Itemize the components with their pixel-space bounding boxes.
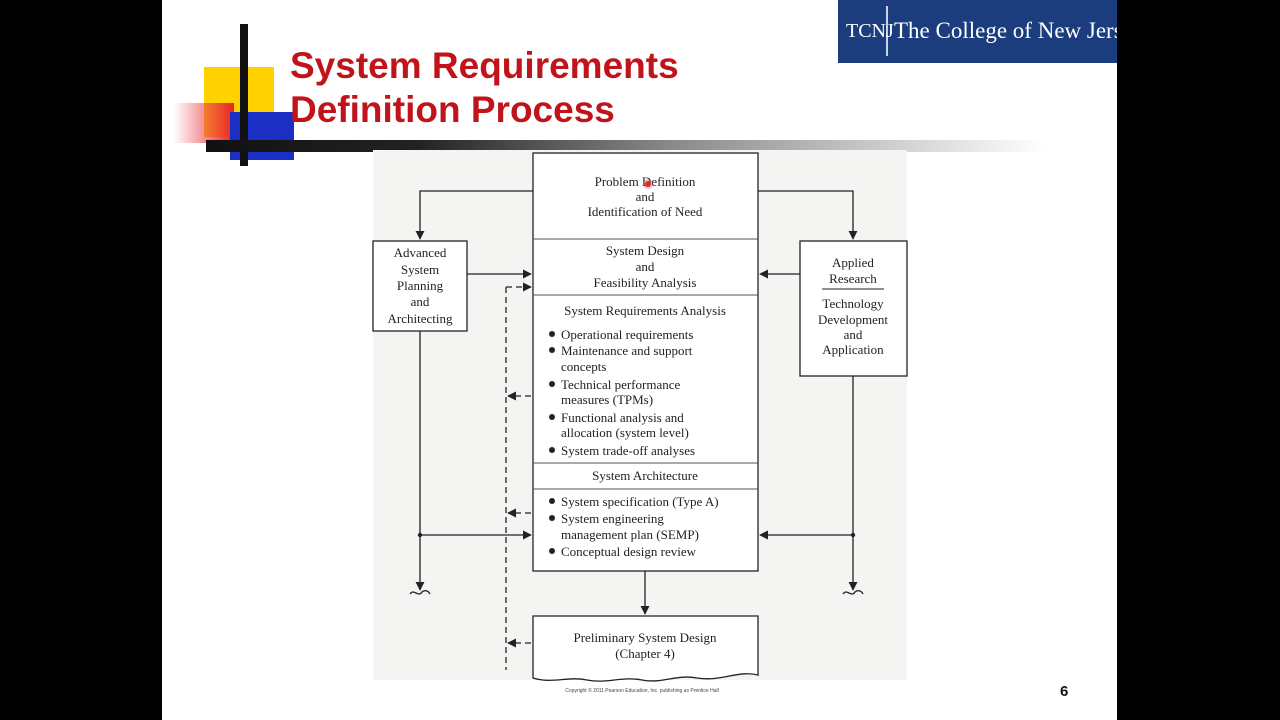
junction-dot — [417, 532, 423, 538]
bullet-icon — [549, 498, 555, 504]
pointer-cursor-icon — [643, 179, 653, 189]
bullet-icon — [549, 447, 555, 453]
requirement-item: concepts — [561, 359, 606, 374]
requirement-item: measures (TPMs) — [561, 392, 653, 407]
flow-arrow-to-research — [758, 190, 858, 240]
flow-arrow-to-planning — [415, 190, 533, 240]
requirement-item: Maintenance and support — [561, 343, 693, 358]
technology-development-line: Application — [822, 342, 884, 357]
decor-red-square — [174, 103, 234, 143]
central-column-box — [532, 152, 759, 572]
copyright-note: Copyright © 2011 Pearson Education, Inc.… — [565, 688, 719, 694]
advanced-planning-line: Planning — [397, 278, 444, 293]
requirement-item: Operational requirements — [561, 327, 693, 342]
applied-research-box — [799, 240, 908, 377]
bullet-icon — [549, 515, 555, 521]
requirement-item: System trade-off analyses — [561, 443, 695, 458]
preliminary-design-box — [532, 615, 759, 682]
technology-development-line: and — [844, 327, 863, 342]
architecture-heading: System Architecture — [592, 468, 698, 483]
system-design-line: System Design — [606, 243, 685, 258]
preliminary-design-line: (Chapter 4) — [615, 646, 675, 661]
applied-research-line: Research — [829, 271, 877, 286]
applied-research-line: Applied — [832, 255, 874, 270]
system-design-line: and — [636, 259, 655, 274]
advanced-planning-box — [372, 240, 468, 332]
bullet-icon — [549, 414, 555, 420]
advanced-planning-line: System — [401, 262, 439, 277]
break-mark-left — [409, 590, 431, 595]
bullet-icon — [549, 347, 555, 353]
slide-title: System Requirements Definition Process — [290, 45, 679, 130]
page-number: 6 — [1060, 683, 1069, 700]
advanced-planning-line: and — [411, 294, 430, 309]
technology-development-line: Technology — [822, 296, 884, 311]
bullet-icon — [549, 381, 555, 387]
college-logo: TCNJ The College of New Jersey — [838, 0, 1117, 63]
advanced-planning-line: Architecting — [388, 311, 453, 326]
break-mark-right — [842, 590, 864, 595]
requirements-heading: System Requirements Analysis — [564, 303, 726, 318]
requirement-item: Functional analysis and — [561, 410, 684, 425]
requirement-item: Technical performance — [561, 377, 680, 392]
advanced-planning-line: Advanced — [394, 245, 447, 260]
decor-vertical-bar — [240, 24, 248, 166]
bullet-icon — [549, 548, 555, 554]
decor-horizontal-bar — [206, 140, 1046, 152]
bullet-icon — [549, 331, 555, 337]
architecture-item: management plan (SEMP) — [561, 527, 699, 542]
logo-text: The College of New Jersey — [894, 18, 1117, 43]
architecture-item: System specification (Type A) — [561, 494, 719, 509]
problem-definition-line: Identification of Need — [588, 204, 703, 219]
slide: System Requirements Definition Process T… — [162, 0, 1117, 720]
technology-development-line: Development — [818, 312, 888, 327]
process-diagram: Problem Definition and Identification of… — [372, 152, 908, 682]
system-design-line: Feasibility Analysis — [594, 275, 697, 290]
tcnj-logo-mark-icon: TCNJ — [846, 6, 894, 56]
junction-dot — [850, 532, 856, 538]
architecture-item: System engineering — [561, 511, 664, 526]
problem-definition-line: and — [636, 189, 655, 204]
preliminary-design-line: Preliminary System Design — [574, 630, 717, 645]
requirement-item: allocation (system level) — [561, 425, 689, 440]
architecture-item: Conceptual design review — [561, 544, 697, 559]
